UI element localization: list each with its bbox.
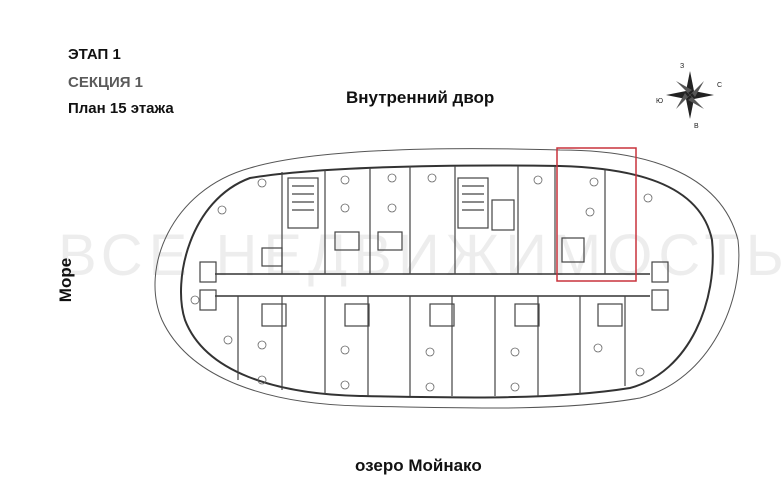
highlighted-apartment[interactable] bbox=[556, 147, 637, 282]
lower-apartments bbox=[237, 296, 626, 396]
compass-east: С bbox=[717, 82, 722, 89]
end-units bbox=[199, 261, 669, 311]
compass-west: Ю bbox=[656, 98, 663, 105]
floor-plan-label: План 15 этажа bbox=[68, 100, 174, 117]
building-shell bbox=[180, 164, 714, 399]
room-markers bbox=[190, 173, 653, 392]
compass-south: В bbox=[694, 123, 699, 130]
watermark: ВСЕ НЕДВИЖИМОСТЬ bbox=[58, 223, 784, 288]
compass-north: З bbox=[680, 63, 684, 70]
section-label: СЕКЦИЯ 1 bbox=[68, 74, 144, 91]
stage-label: ЭТАП 1 bbox=[68, 46, 121, 63]
building-outline bbox=[154, 148, 740, 409]
courtyard-label: Внутренний двор bbox=[346, 88, 495, 107]
compass-rose-icon: З С В Ю bbox=[656, 63, 722, 130]
upper-apartments bbox=[261, 166, 606, 274]
lake-label: озеро Мойнако bbox=[355, 456, 482, 475]
corridor bbox=[215, 273, 650, 297]
